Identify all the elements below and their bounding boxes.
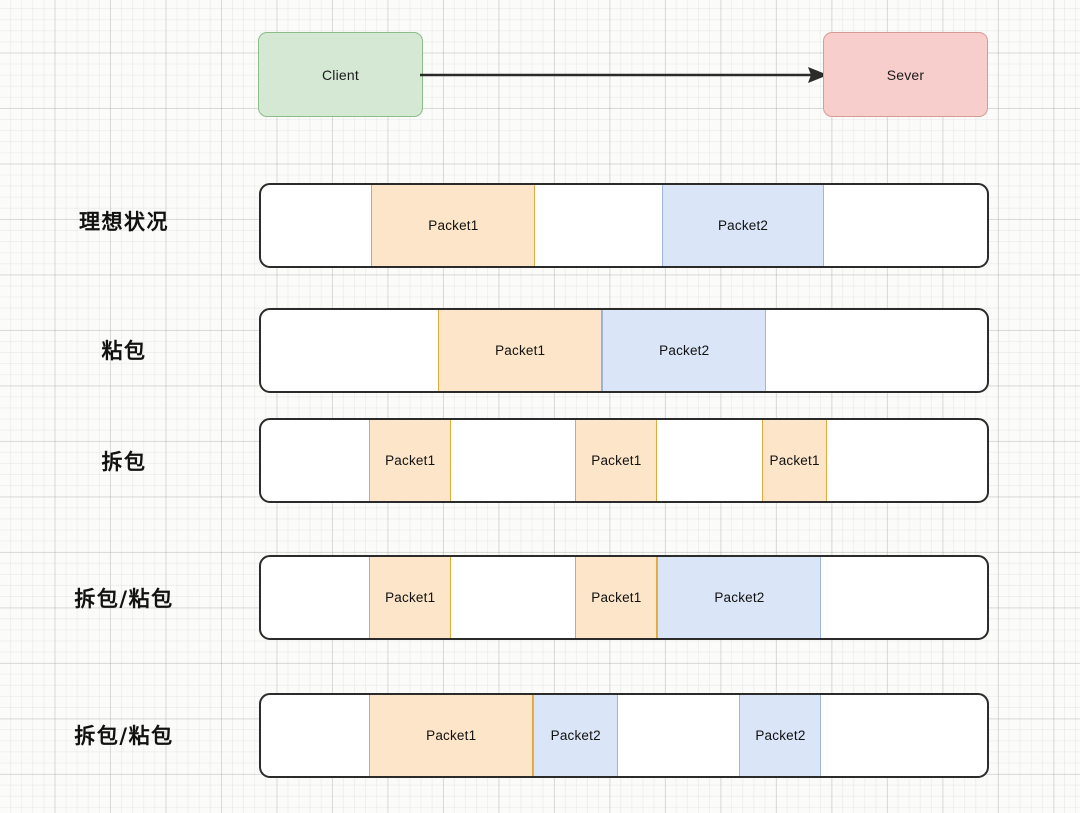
buffer-bar-2[interactable]: Packet1 Packet1 Packet1 bbox=[259, 418, 989, 503]
segment-packet2[interactable]: Packet2 bbox=[533, 695, 619, 776]
segment-blank bbox=[827, 420, 987, 501]
row-label-0: 理想状况 bbox=[79, 210, 169, 234]
row-label-2: 拆包 bbox=[101, 450, 147, 474]
segment-packet1[interactable]: Packet1 bbox=[369, 695, 534, 776]
segment-packet1[interactable]: Packet1 bbox=[369, 557, 452, 638]
segment-packet1[interactable]: Packet1 bbox=[575, 420, 658, 501]
segment-blank bbox=[261, 557, 369, 638]
segment-packet1[interactable]: Packet1 bbox=[761, 420, 828, 501]
server-node-label: Sever bbox=[886, 66, 925, 83]
segment-blank bbox=[261, 420, 369, 501]
segment-blank bbox=[261, 310, 438, 391]
segment-blank bbox=[451, 557, 575, 638]
segment-packet1[interactable]: Packet1 bbox=[438, 310, 603, 391]
server-node[interactable]: Sever bbox=[823, 32, 988, 117]
segment-packet2[interactable]: Packet2 bbox=[657, 557, 822, 638]
segment-blank bbox=[657, 420, 762, 501]
segment-packet2[interactable]: Packet2 bbox=[662, 185, 824, 266]
client-node[interactable]: Client bbox=[258, 32, 423, 117]
segment-packet2[interactable]: Packet2 bbox=[602, 310, 767, 391]
segment-blank bbox=[821, 557, 987, 638]
row-label-1: 粘包 bbox=[101, 339, 147, 363]
segment-blank bbox=[451, 420, 575, 501]
row-label-4: 拆包/粘包 bbox=[74, 724, 174, 748]
segment-blank bbox=[766, 310, 987, 391]
client-node-label: Client bbox=[322, 66, 359, 83]
client-to-server-arrow bbox=[420, 67, 828, 83]
segment-blank bbox=[821, 695, 987, 776]
segment-packet1[interactable]: Packet1 bbox=[575, 557, 658, 638]
row-label-3: 拆包/粘包 bbox=[74, 587, 174, 611]
segment-blank bbox=[618, 695, 739, 776]
segment-packet1[interactable]: Packet1 bbox=[371, 185, 536, 266]
segment-blank bbox=[261, 695, 369, 776]
segment-blank bbox=[535, 185, 662, 266]
segment-packet2[interactable]: Packet2 bbox=[739, 695, 822, 776]
buffer-bar-0[interactable]: Packet1 Packet2 bbox=[259, 183, 989, 268]
segment-blank bbox=[824, 185, 987, 266]
segment-blank bbox=[261, 185, 371, 266]
segment-packet1[interactable]: Packet1 bbox=[369, 420, 452, 501]
